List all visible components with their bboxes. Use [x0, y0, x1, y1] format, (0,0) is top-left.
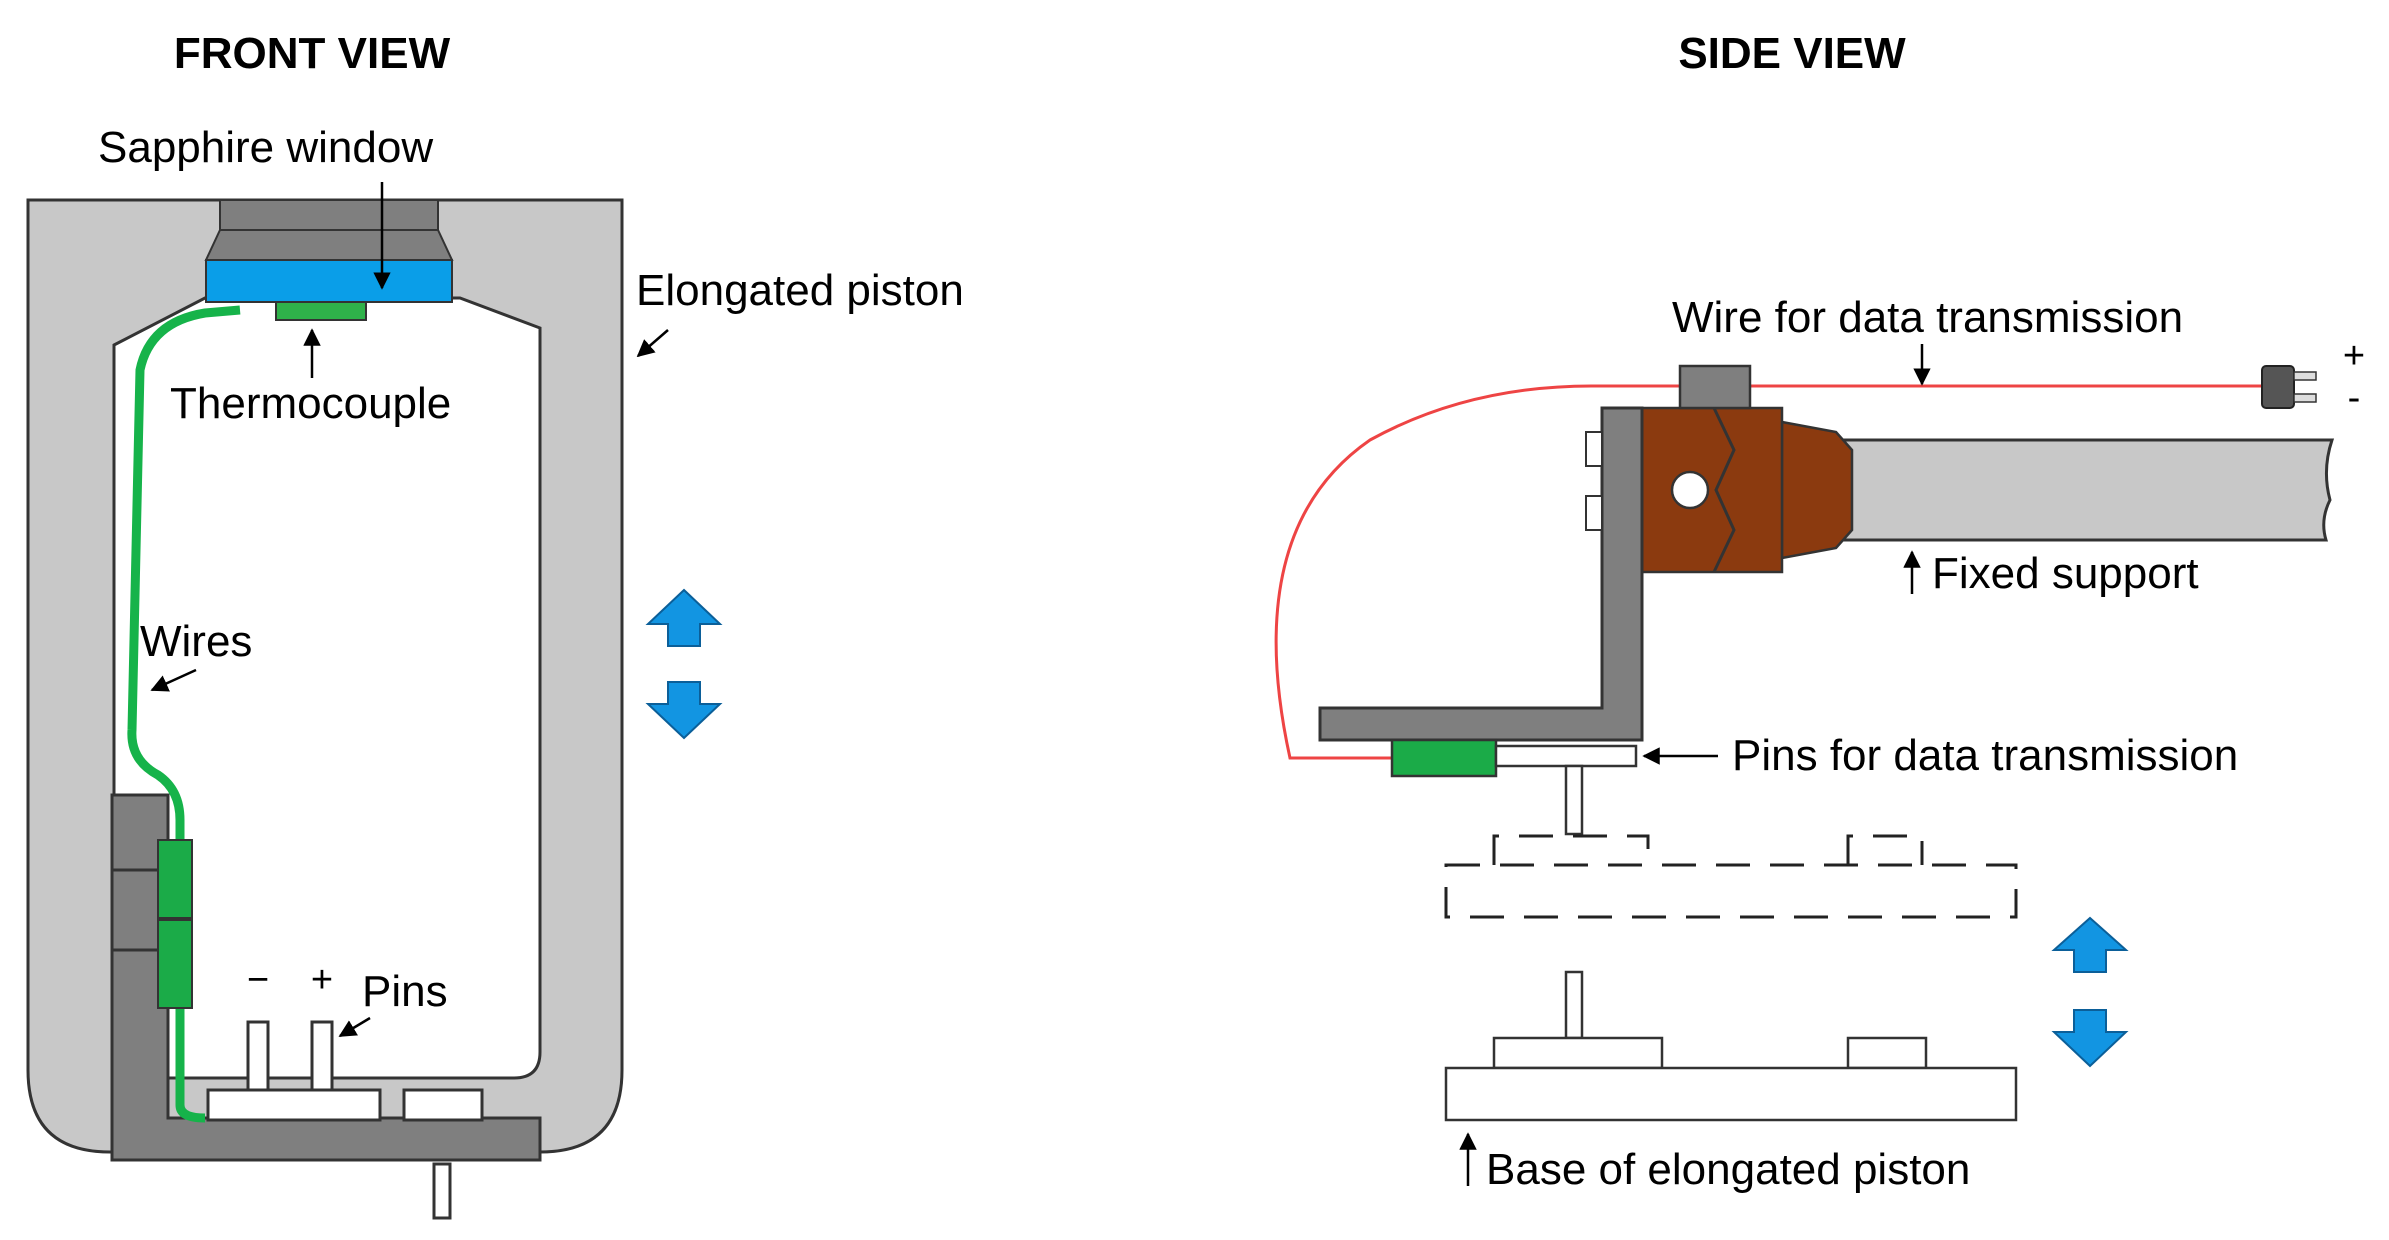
pad	[402, 1088, 484, 1122]
circuit-board	[157, 919, 193, 1009]
sapphire-window	[205, 259, 453, 303]
label-wires: Wires	[140, 617, 252, 666]
label-pin-plus: +	[311, 959, 333, 1001]
label-wire-data: Wire for data transmission	[1672, 293, 2183, 342]
up-arrow-icon	[2051, 916, 2129, 973]
label-sapphire-window: Sapphire window	[98, 123, 433, 172]
thermocouple	[275, 301, 367, 321]
label-plug-minus: -	[2348, 377, 2361, 419]
piston-base	[1444, 1066, 2018, 1122]
inner-frame	[110, 793, 542, 1162]
data-wire	[1274, 384, 2262, 760]
bolt	[1585, 431, 1603, 467]
label-fixed-support: Fixed support	[1932, 549, 2199, 598]
pin-minus	[246, 1020, 270, 1092]
clamp-screw-hole	[1670, 470, 1710, 510]
label-pins: Pins	[362, 967, 448, 1016]
circuit-board	[157, 839, 193, 919]
plunger	[1564, 764, 1584, 836]
base-stem	[1564, 970, 1584, 1040]
side-view-title: SIDE VIEW	[1678, 29, 1906, 78]
clamp-body	[1640, 406, 1784, 574]
bolt	[1585, 495, 1603, 531]
window-holder	[219, 199, 439, 231]
support-collar	[1780, 420, 1854, 560]
pins-base	[206, 1088, 382, 1122]
circuit-board	[1390, 738, 1498, 778]
pin-plus	[310, 1020, 334, 1092]
pins-pointer	[338, 1016, 371, 1038]
top-block	[1678, 364, 1752, 410]
window-holder-taper	[204, 229, 454, 261]
base-pad-right	[1846, 1036, 1928, 1070]
up-arrow-icon	[645, 588, 723, 647]
label-plug-plus: +	[2343, 335, 2365, 377]
wires-pointer	[150, 668, 197, 692]
wires	[127, 305, 241, 1123]
l-bracket	[1318, 406, 1644, 742]
down-arrow-icon	[2051, 1009, 2129, 1068]
fixed-support	[1838, 438, 2335, 542]
side-view: SIDE VIEW + -	[1274, 29, 2365, 1194]
label-pin-minus: −	[247, 959, 269, 1001]
plug-connector-icon	[2261, 365, 2317, 409]
label-elongated-piston: Elongated piston	[636, 266, 964, 315]
data-pins	[1494, 744, 1638, 768]
label-base: Base of elongated piston	[1486, 1145, 1970, 1194]
label-pins-data: Pins for data transmission	[1732, 731, 2238, 780]
down-arrow-icon	[645, 681, 723, 740]
front-view: FRONT VIEW Sapphire window	[26, 29, 964, 1220]
label-thermocouple: Thermocouple	[170, 379, 451, 428]
clamp-groove	[1712, 407, 1736, 573]
bottom-stub	[432, 1162, 452, 1220]
base-pad-left	[1492, 1036, 1664, 1070]
front-view-title: FRONT VIEW	[174, 29, 451, 78]
piston-pointer	[636, 329, 669, 358]
raised-base-outline	[1444, 834, 2018, 919]
